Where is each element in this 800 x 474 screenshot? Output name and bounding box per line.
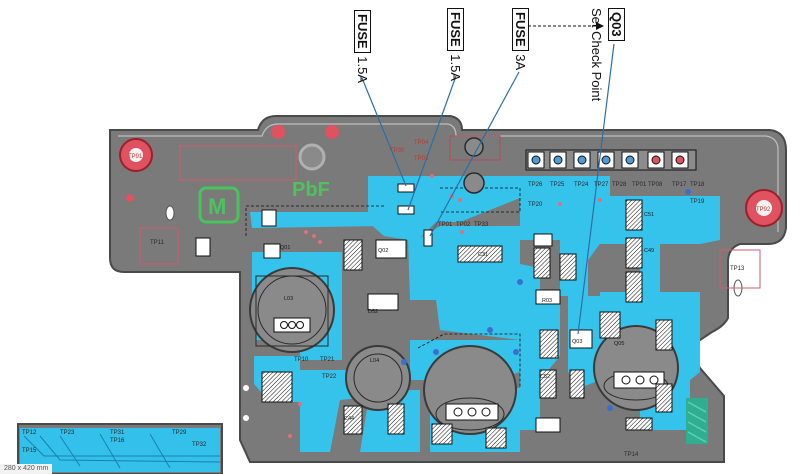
- svg-text:TP04: TP04: [414, 140, 429, 146]
- leader-q03: [577, 43, 615, 335]
- svg-text:R03: R03: [542, 298, 552, 304]
- svg-text:TP20: TP20: [528, 202, 543, 208]
- leader-fuse3: [429, 71, 520, 237]
- svg-text:TP18: TP18: [690, 182, 705, 188]
- svg-text:Q03: Q03: [572, 339, 582, 345]
- fuse-callout-1: FUSE 1.5A: [354, 10, 371, 84]
- fuse-tag-2: FUSE: [447, 8, 464, 51]
- mounting-holes: [119, 125, 783, 421]
- fuse-tag-1: FUSE: [354, 10, 371, 53]
- fuse-rating-1: 1.5A: [355, 56, 370, 84]
- test-point-labels: TP91 TP92 TP11 TP13 TP30 TP04 TP03 TP01 …: [22, 140, 771, 458]
- svg-text:C52: C52: [540, 374, 550, 380]
- svg-text:TP29: TP29: [172, 430, 187, 436]
- daughter-traces: [23, 433, 221, 469]
- svg-text:TP12: TP12: [22, 430, 37, 436]
- fuse-rating-2: 1.5A: [448, 54, 463, 82]
- svg-text:C51: C51: [644, 212, 654, 218]
- svg-text:TP92: TP92: [756, 207, 771, 213]
- svg-text:TP21: TP21: [320, 357, 335, 363]
- svg-text:TP23: TP23: [60, 430, 75, 436]
- svg-text:L03: L03: [284, 296, 293, 302]
- svg-text:TP01: TP01: [438, 222, 453, 228]
- svg-text:TP08: TP08: [648, 182, 663, 188]
- svg-text:TP15: TP15: [22, 448, 37, 454]
- set-check-point-note: Set Check Point: [589, 8, 604, 102]
- svg-text:TP26: TP26: [528, 182, 543, 188]
- svg-text:TP10: TP10: [294, 357, 309, 363]
- svg-text:Q05: Q05: [614, 341, 624, 347]
- callout-leaders: [361, 43, 615, 335]
- svg-text:TP19: TP19: [690, 199, 705, 205]
- logo-marking: M: [208, 194, 226, 219]
- fuse-rating-3: 3A: [513, 54, 528, 71]
- svg-text:TP31: TP31: [110, 430, 125, 436]
- svg-text:L04: L04: [370, 358, 379, 364]
- daughter-copper: [20, 428, 220, 472]
- svg-text:Q02: Q02: [378, 248, 388, 254]
- image-size-status: 280 x 420 mm: [0, 464, 53, 474]
- leader-fuse1: [361, 77, 407, 187]
- leader-fuse2: [407, 75, 457, 211]
- svg-text:TP16: TP16: [110, 438, 125, 444]
- svg-text:TP03: TP03: [414, 156, 429, 162]
- board-inner-edge: [118, 123, 779, 232]
- test-pads: [139, 135, 761, 289]
- green-markings: [198, 186, 708, 444]
- svg-text:TP27: TP27: [594, 182, 609, 188]
- svg-text:TP14: TP14: [624, 452, 639, 458]
- svg-text:C49: C49: [644, 248, 654, 254]
- inductor-l04: [345, 345, 411, 411]
- q03-dashed-arrow: [528, 22, 604, 30]
- svg-text:TP24: TP24: [574, 182, 589, 188]
- svg-text:TP32: TP32: [192, 442, 207, 448]
- svg-text:C31: C31: [478, 252, 488, 258]
- svg-text:D52: D52: [368, 309, 378, 315]
- q03-tag: Q03: [608, 8, 625, 41]
- pbf-marking: PbF: [292, 179, 330, 201]
- fuse-tag-3: FUSE: [512, 8, 529, 51]
- svg-text:TP25: TP25: [550, 182, 565, 188]
- svg-text:Q01: Q01: [280, 245, 290, 251]
- smd-components: [195, 183, 673, 449]
- svg-text:TP01: TP01: [632, 182, 647, 188]
- header-connector: [525, 149, 697, 171]
- inductor-l03: [249, 267, 335, 353]
- fuse-callout-3: FUSE 3A: [512, 8, 529, 71]
- component-designators: L03 L04 Q01 Q02 Q03 Q05 C51 C49 C52 C31 …: [280, 212, 654, 422]
- svg-text:TP33: TP33: [474, 222, 489, 228]
- svg-text:TP02: TP02: [456, 222, 471, 228]
- svg-text:TP17: TP17: [672, 182, 687, 188]
- svg-text:TP22: TP22: [322, 374, 337, 380]
- inductor-center: [423, 345, 517, 435]
- svg-text:TP91: TP91: [128, 154, 143, 160]
- svg-text:TP11: TP11: [150, 240, 165, 246]
- svg-text:TP30: TP30: [390, 148, 405, 154]
- svg-text:C44: C44: [344, 416, 354, 422]
- svg-text:TP28: TP28: [612, 182, 627, 188]
- fuse-callout-2: FUSE 1.5A: [447, 8, 464, 82]
- q03-callout: Q03: [608, 8, 625, 41]
- svg-text:TP13: TP13: [730, 266, 745, 272]
